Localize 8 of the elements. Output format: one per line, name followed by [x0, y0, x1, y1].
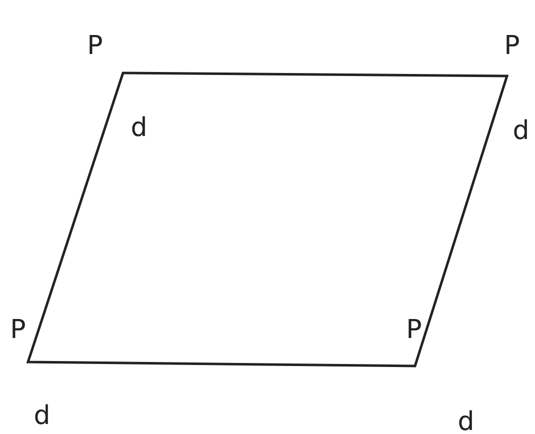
vertex-label: d: [512, 118, 530, 144]
vertex-label: d: [34, 403, 50, 429]
vertex-label: P: [87, 33, 103, 59]
vertex-label: d: [130, 115, 148, 141]
vertex-label: P: [406, 317, 422, 343]
vertex-label: P: [504, 33, 520, 59]
vertex-label: P: [10, 317, 26, 343]
vertex-label: d: [458, 409, 474, 434]
